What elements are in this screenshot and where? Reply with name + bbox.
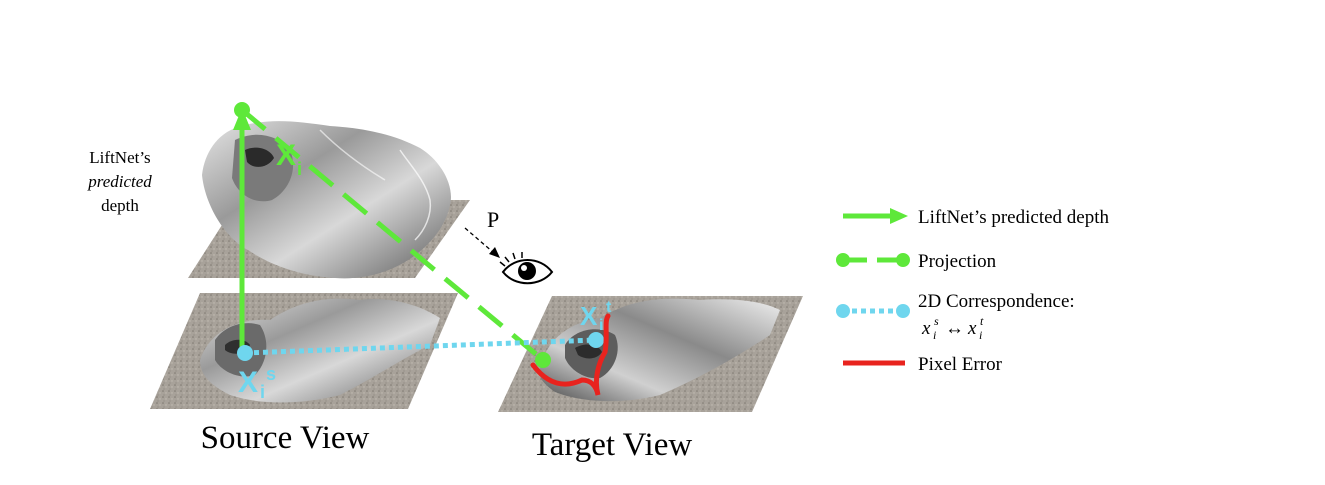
legend-label-depth: LiftNet’s predicted depth (918, 207, 1109, 228)
point-3d-label: X (276, 139, 296, 172)
source-point (237, 345, 253, 361)
depth-annotation-line1: LiftNet’s (89, 148, 150, 167)
target-view-title: Target View (532, 427, 693, 463)
source-point-superscript: s (266, 364, 276, 384)
arrow-icon (890, 208, 908, 224)
legend-label-projection: Projection (918, 251, 997, 272)
target-point-label: X (580, 301, 598, 331)
legend-formula-sub-source: i (933, 328, 936, 342)
depth-annotation-line2: predicted (87, 172, 152, 191)
pixel-error-curve (530, 313, 611, 396)
projection-end-point (535, 352, 551, 368)
legend-item-correspondence: 2D Correspondence: x i s ↔ x i t (836, 291, 1075, 342)
depth-arrow (233, 108, 251, 353)
correspondence-line (237, 332, 604, 361)
legend-item-depth: LiftNet’s predicted depth (843, 207, 1109, 228)
camera-arrow (464, 227, 500, 258)
legend: LiftNet’s predicted depth Projection 2D … (836, 207, 1109, 375)
projection-start-point (234, 102, 250, 118)
legend-label-pixel-error: Pixel Error (918, 354, 1003, 375)
legend-formula-x-source: x (921, 318, 931, 339)
target-point (588, 332, 604, 348)
legend-item-pixel-error: Pixel Error (843, 354, 1003, 375)
legend-item-projection: Projection (836, 251, 997, 272)
legend-formula-arrow: ↔ (945, 318, 964, 339)
legend-formula-sub-target: i (979, 328, 982, 342)
legend-formula-x-target: x (967, 318, 977, 339)
source-view-title: Source View (201, 420, 370, 456)
target-point-superscript: t (606, 299, 612, 316)
source-point-label: X (238, 366, 258, 399)
eye-icon (499, 252, 554, 285)
projection-line (234, 102, 551, 368)
legend-formula-sup-target: t (980, 314, 984, 328)
depth-annotation-line3: depth (101, 196, 139, 215)
point-3d-subscript: i (297, 159, 302, 179)
source-view-image (150, 293, 458, 409)
legend-formula-sup-source: s (934, 314, 939, 328)
target-point-subscript: i (599, 317, 603, 334)
source-point-subscript: i (260, 382, 265, 402)
legend-label-correspondence: 2D Correspondence: (918, 291, 1075, 312)
lifted-depth-surface (188, 121, 470, 279)
camera-label: P (487, 207, 499, 232)
